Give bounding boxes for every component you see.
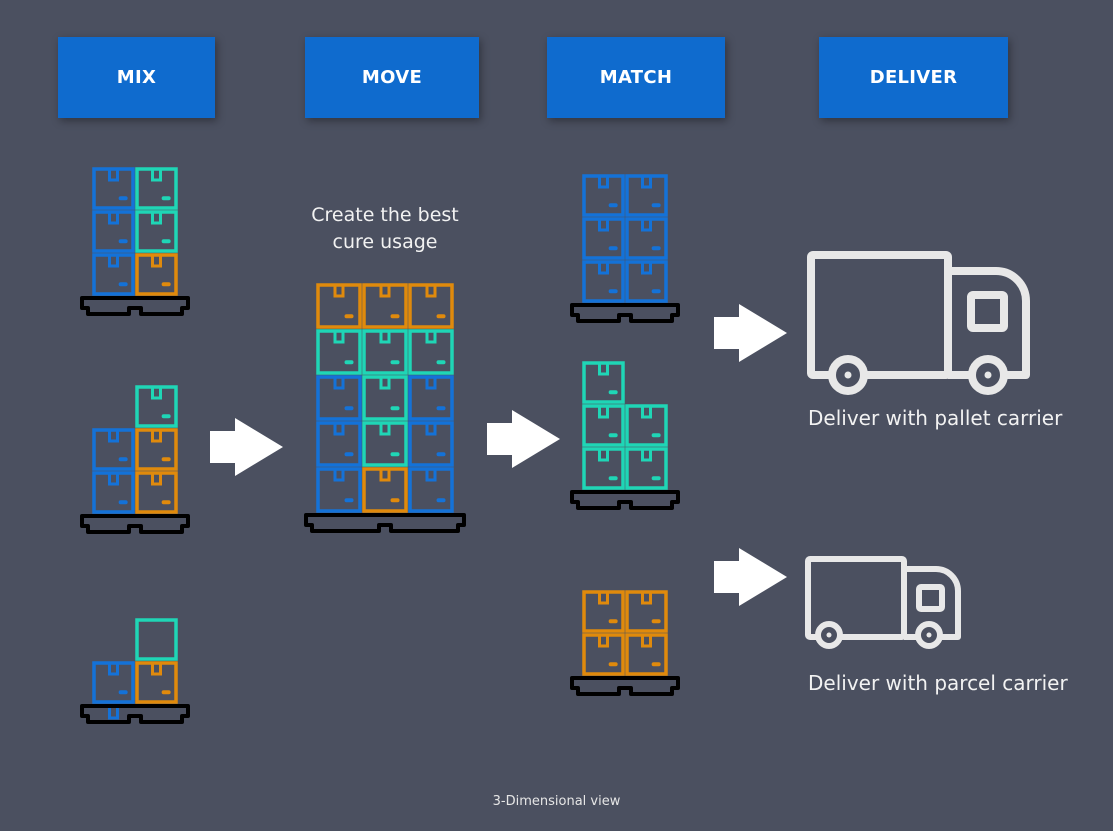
move-pallet	[304, 283, 466, 533]
stage-move[interactable]: MOVE	[305, 37, 479, 118]
arrow-to-parcel-carrier-icon	[714, 548, 787, 606]
box-icon	[625, 404, 668, 447]
box-icon	[582, 633, 625, 676]
box-icon	[582, 260, 625, 303]
stage-match[interactable]: MATCH	[547, 37, 725, 118]
box-icon	[582, 217, 625, 260]
box-icon	[92, 661, 135, 720]
box-icon	[582, 404, 625, 447]
box-icon	[316, 283, 362, 329]
box-icon	[92, 253, 135, 296]
box-icon	[135, 167, 178, 210]
box-icon	[362, 467, 408, 513]
pallet-icon	[304, 513, 466, 533]
parcel-carrier-label: Deliver with parcel carrier	[808, 671, 1068, 695]
box-icon	[135, 428, 178, 471]
pallet-carrier-label: Deliver with pallet carrier	[808, 406, 1063, 430]
mix-pallet-3	[80, 618, 190, 724]
stage-mix[interactable]: MIX	[58, 37, 215, 118]
pallet-icon	[570, 303, 680, 323]
move-caption-line-1: Create the best	[311, 204, 459, 226]
box-icon	[625, 633, 668, 676]
box-icon	[135, 253, 178, 296]
arrow-mix-to-move-icon	[210, 418, 283, 476]
pallet-icon	[80, 704, 190, 724]
pallet-icon	[80, 514, 190, 534]
box-icon	[92, 471, 135, 514]
box-icon	[362, 421, 408, 467]
arrow-to-pallet-carrier-icon	[714, 304, 787, 362]
box-icon	[92, 210, 135, 253]
box-icon	[625, 260, 668, 303]
box-icon	[625, 590, 668, 633]
move-caption: Create the best cure usage	[290, 202, 480, 256]
box-icon	[408, 283, 454, 329]
box-icon	[135, 210, 178, 253]
move-caption-line-2: cure usage	[332, 231, 438, 253]
box-icon	[362, 375, 408, 421]
box-icon	[316, 421, 362, 467]
stage-deliver[interactable]: DELIVER	[819, 37, 1008, 118]
box-icon	[582, 361, 625, 404]
box-icon	[316, 375, 362, 421]
box-icon	[582, 447, 625, 490]
box-icon	[408, 467, 454, 513]
box-icon	[135, 618, 178, 661]
box-icon	[92, 428, 135, 471]
match-pallet-teal	[570, 361, 680, 510]
box-icon	[362, 329, 408, 375]
box-icon	[316, 329, 362, 375]
pallet-icon	[570, 676, 680, 696]
box-icon	[582, 590, 625, 633]
box-icon	[625, 447, 668, 490]
box-icon	[316, 467, 362, 513]
box-icon	[135, 471, 178, 514]
pallet-icon	[570, 490, 680, 510]
arrow-move-to-match-icon	[487, 410, 560, 468]
match-pallet-orange	[570, 590, 680, 696]
box-icon	[408, 421, 454, 467]
footer-caption: 3-Dimensional view	[492, 794, 621, 809]
box-icon	[408, 329, 454, 375]
box-icon	[408, 375, 454, 421]
box-icon	[625, 217, 668, 260]
box-icon	[135, 661, 178, 704]
parcel-carrier-truck-icon	[805, 556, 961, 649]
pallet-carrier-truck-icon	[807, 251, 1030, 395]
pallet-icon	[80, 296, 190, 316]
match-pallet-blue	[570, 174, 680, 323]
mix-pallet-1	[80, 167, 190, 316]
mix-pallet-2	[80, 385, 190, 534]
box-icon	[135, 385, 178, 428]
box-icon	[582, 174, 625, 217]
box-icon	[362, 283, 408, 329]
box-icon	[92, 167, 135, 210]
box-icon	[625, 174, 668, 217]
